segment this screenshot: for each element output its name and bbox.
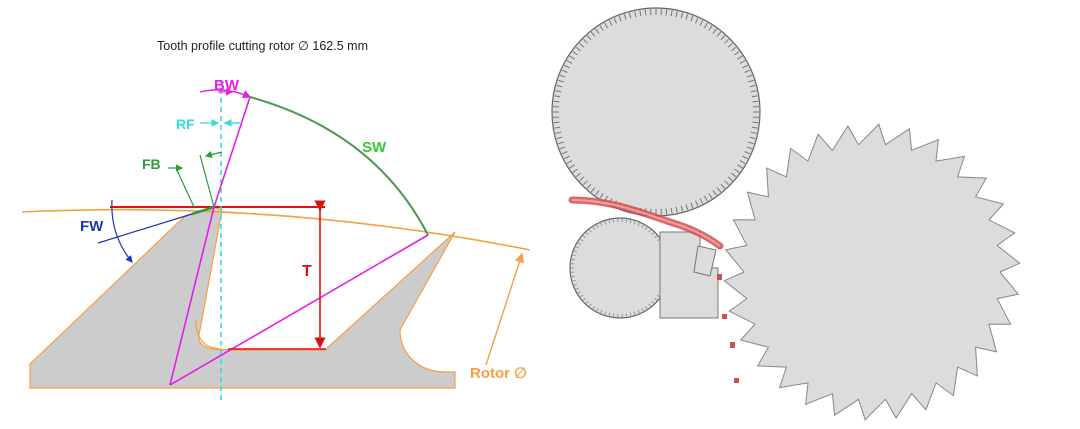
rotor-circle-arc [21, 208, 531, 251]
label-fb: FB [142, 156, 161, 172]
figure-title: Tooth profile cutting rotor ∅ 162.5 mm [157, 39, 368, 53]
tooth-profile: BW RF SW FB FW T Rotor ∅ [21, 77, 531, 402]
label-sw: SW [362, 139, 387, 156]
label-rf: RF [176, 116, 195, 132]
machine-schematic [551, 7, 1021, 421]
magenta-construction [169, 96, 429, 386]
label-t: T [302, 263, 312, 280]
label-bw: BW [214, 77, 240, 94]
bottom-roller [569, 217, 671, 319]
label-fw: FW [80, 218, 104, 235]
cutting-rotor [723, 123, 1021, 421]
top-feed-roller [551, 7, 761, 217]
face-bevel-line [191, 205, 215, 216]
label-rotor: Rotor ∅ [470, 365, 527, 382]
bw-arc [199, 89, 252, 99]
gullet [195, 319, 325, 351]
spine-arc [249, 95, 429, 236]
cut-pieces [717, 274, 739, 383]
